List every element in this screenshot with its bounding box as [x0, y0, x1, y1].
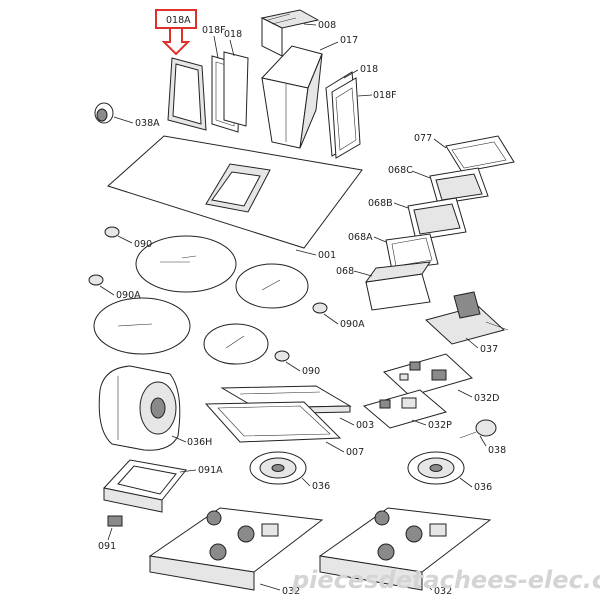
part-090-pad-bottom[interactable]: 090: [274, 350, 320, 377]
label-036-b: 036: [474, 482, 492, 493]
sensor-coil: [475, 419, 497, 437]
bracket-block: [453, 291, 481, 319]
part-007-frame[interactable]: 007: [204, 401, 364, 458]
duct-068-top: [364, 261, 432, 283]
label-018-right: 018: [360, 64, 378, 75]
part-036H-blower[interactable]: 036H: [98, 365, 212, 451]
part-090-pad-top[interactable]: 090: [104, 226, 152, 250]
label-038: 038: [488, 445, 506, 456]
label-090A-b: 090A: [340, 319, 365, 330]
label-036-a: 036: [312, 481, 330, 492]
watermark: piecesdetachees-elec.com: [291, 566, 600, 594]
board-032P: [362, 389, 448, 429]
label-090-b: 090: [302, 366, 320, 377]
part-018A-filter-frame[interactable]: [167, 57, 207, 131]
part-090A-pad-right[interactable]: 090A: [312, 302, 365, 330]
label-032-b: 032: [434, 586, 452, 597]
highlight-box: [155, 9, 197, 29]
part-032-power-board-right[interactable]: 032: [318, 507, 492, 597]
coil-plate: [235, 263, 309, 309]
highlight-018A[interactable]: 018A: [155, 9, 197, 56]
part-036-fan-right[interactable]: 036: [407, 451, 492, 493]
label-018A: 018A: [166, 15, 191, 26]
label-032P: 032P: [428, 420, 452, 431]
part-036-fan-left[interactable]: 036: [249, 451, 330, 492]
part-091A-tray[interactable]: 091A: [103, 459, 223, 513]
part-032P-board[interactable]: 032P: [362, 389, 452, 431]
label-038A: 038A: [135, 118, 160, 129]
highlight-arrow: [161, 28, 191, 56]
label-068C: 068C: [388, 165, 413, 176]
part-008-grille[interactable]: 008: [260, 9, 336, 57]
label-018-top: 018: [224, 29, 242, 40]
board-032D: [383, 353, 473, 397]
label-001: 001: [318, 250, 336, 261]
label-008: 008: [318, 20, 336, 31]
label-091: 091: [98, 541, 116, 552]
part-coil-large-top[interactable]: [135, 235, 237, 293]
frame-077: [445, 135, 515, 173]
part-090A-pad-left[interactable]: 090A: [88, 274, 141, 301]
part-091-clip[interactable]: 091: [98, 515, 123, 552]
part-077-frame[interactable]: 077: [414, 133, 515, 173]
part-038A-knob[interactable]: 038A: [94, 102, 160, 129]
filter-mesh-b: [223, 51, 249, 127]
clip-body: [107, 515, 123, 527]
label-018F-top: 018F: [202, 25, 226, 36]
label-007: 007: [346, 447, 364, 458]
part-068A-adapter[interactable]: 068A: [348, 232, 439, 271]
label-090-a: 090: [134, 239, 152, 250]
label-018F-right: 018F: [373, 90, 397, 101]
coil-plate: [203, 323, 269, 365]
filter-frame-inner: [172, 63, 202, 125]
label-017: 017: [340, 35, 358, 46]
part-032-power-board-left[interactable]: 032: [148, 507, 324, 597]
tray-front: [103, 487, 163, 513]
part-068C-adapter[interactable]: 068C: [388, 165, 489, 205]
part-coil-medium-right[interactable]: [235, 263, 309, 309]
part-068-duct[interactable]: 068: [336, 261, 432, 311]
part-068B-adapter[interactable]: 068B: [368, 197, 467, 241]
label-037: 037: [480, 344, 498, 355]
part-037-bracket[interactable]: 037: [424, 291, 509, 355]
label-003: 003: [356, 420, 374, 431]
label-036H: 036H: [187, 437, 212, 448]
label-068A: 068A: [348, 232, 373, 243]
label-068: 068: [336, 266, 354, 277]
part-018F-018-filters[interactable]: 018F 018: [202, 25, 249, 133]
part-017-duct[interactable]: 017: [261, 35, 358, 149]
label-077: 077: [414, 133, 432, 144]
part-018-018F-right[interactable]: 018 018F: [325, 64, 397, 159]
label-032-a: 032: [282, 586, 300, 597]
part-001-cooktop-glass[interactable]: 001: [107, 135, 363, 261]
part-038-sensor[interactable]: 038: [459, 419, 506, 456]
duct-side: [299, 53, 323, 149]
part-coil-small[interactable]: [203, 323, 269, 365]
part-coil-large-bottom[interactable]: [93, 297, 191, 355]
coil-plate: [135, 235, 237, 293]
label-091A: 091A: [198, 465, 223, 476]
label-090A-a: 090A: [116, 290, 141, 301]
coil-plate: [93, 297, 191, 355]
part-032D-board[interactable]: 032D: [383, 353, 499, 404]
label-068B: 068B: [368, 198, 393, 209]
label-032D: 032D: [474, 393, 499, 404]
